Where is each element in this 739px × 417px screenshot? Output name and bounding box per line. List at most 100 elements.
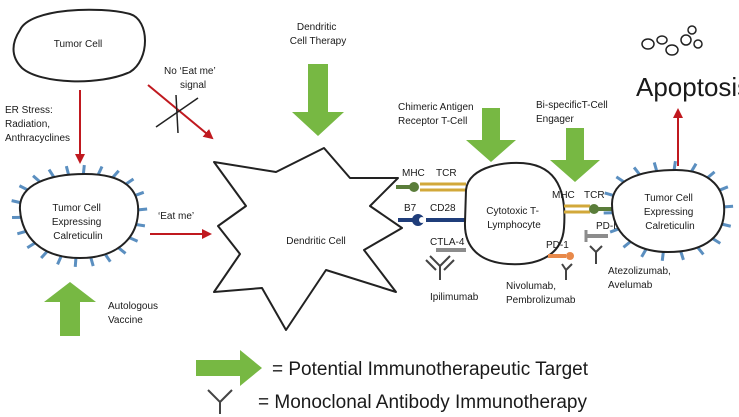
- bispecific-line-1: Bi-specificT-Cell: [536, 100, 608, 111]
- calreticulin-spike: [18, 184, 29, 192]
- dendritic-cell-label: Dendritic Cell: [286, 236, 345, 247]
- pd1-head: [566, 252, 574, 260]
- bispecific-label: Bi-specificT-Cell Engager: [536, 100, 610, 125]
- tcr-cell-line-2: Expressing: [644, 207, 693, 218]
- legend-target-arrow-icon: [196, 350, 262, 386]
- dendritic-cell-therapy-arrow: [292, 64, 344, 136]
- no-eat-me-line-1: No ‘Eat me’: [164, 66, 215, 77]
- calreticulin-spikes-left: [11, 164, 148, 268]
- no-eat-me-label: No ‘Eat me’ signal: [164, 66, 218, 91]
- eat-me-label: ‘Eat me’: [158, 211, 194, 222]
- calreticulin-spike: [26, 241, 36, 250]
- calreticulin-spike: [103, 253, 112, 263]
- cytotoxic-t-label: Cytotoxic T- Lymphocyte: [486, 206, 541, 231]
- av-line-2: Vaccine: [108, 315, 143, 326]
- tumor-cell-calreticulin-left: [18, 172, 140, 260]
- nivolumab-label: Nivolumab, Pembrolizumab: [506, 281, 576, 306]
- av-line-1: Autologous: [108, 301, 158, 312]
- atezo-line-1: Atezolizumab,: [608, 266, 671, 277]
- calreticulin-spike: [609, 227, 620, 234]
- er-stress-line-2: Radiation,: [5, 119, 50, 130]
- tumor-cell-calreticulin-right: [610, 168, 726, 254]
- calreticulin-spike: [32, 174, 41, 183]
- b7-cup: [419, 217, 425, 223]
- calreticulin-spike: [96, 165, 104, 176]
- car-t-label: Chimeric Antigen Receptor T-Cell: [398, 102, 476, 127]
- calreticulin-spike: [64, 165, 71, 176]
- bispecific-arrow: [550, 128, 600, 182]
- calreticulin-spike: [11, 199, 21, 205]
- apoptosis-label: Apoptosis: [636, 72, 739, 102]
- pd1-label: PD-1: [546, 240, 569, 251]
- ipilimumab-antibody-icon: [425, 255, 455, 280]
- nivo-line-2: Pembrolizumab: [506, 295, 576, 306]
- cd28-label: CD28: [430, 203, 456, 214]
- car-t-line-2: Receptor T-Cell: [398, 116, 467, 127]
- calreticulin-spike: [81, 164, 86, 175]
- tcl-line-2: Expressing: [52, 217, 101, 228]
- tumor-cell-top: [12, 8, 146, 83]
- mhc-head-right: [589, 204, 599, 214]
- pdl1-label: PD-L1: [596, 221, 625, 232]
- calreticulin-spike: [652, 162, 659, 172]
- nivo-line-1: Nivolumab,: [506, 281, 556, 292]
- calreticulin-spike: [660, 251, 665, 261]
- calreticulin-spike: [138, 207, 148, 212]
- er-stress-line-1: ER Stress:: [5, 105, 53, 116]
- calreticulin-spike: [134, 190, 145, 197]
- calreticulin-spike: [706, 170, 716, 179]
- mhc-head-left: [409, 182, 419, 192]
- b7-label: B7: [404, 203, 417, 214]
- calreticulin-spikes-right: [603, 160, 734, 261]
- calreticulin-spike: [604, 191, 614, 197]
- ctl-line-1: Cytotoxic T-: [486, 206, 539, 217]
- er-stress-label: ER Stress: Radiation, Anthracyclines: [5, 105, 70, 144]
- calreticulin-spike: [56, 255, 63, 265]
- legend-antibody-text: = Monoclonal Antibody Immunotherapy: [258, 392, 588, 413]
- calreticulin-spike: [111, 169, 120, 179]
- tumor-calreticulin-left-label: Tumor Cell Expressing Calreticulin: [52, 203, 104, 242]
- calreticulin-spike: [718, 185, 729, 192]
- calreticulin-spike: [721, 222, 732, 228]
- calreticulin-spike: [16, 229, 27, 236]
- calreticulin-spike: [622, 240, 632, 249]
- apoptotic-fragments-icon: [641, 25, 703, 56]
- calreticulin-spike: [73, 257, 78, 268]
- b7-head: [412, 214, 424, 226]
- calreticulin-spike: [672, 160, 677, 171]
- calreticulin-spike: [640, 248, 648, 258]
- nivolumab-antibody-icon: [561, 263, 573, 280]
- calreticulin-spike: [117, 246, 127, 255]
- tumor-calreticulin-right-label: Tumor Cell Expressing Calreticulin: [644, 193, 696, 232]
- er-stress-line-3: Anthracyclines: [5, 133, 70, 144]
- tumor-cell-label: Tumor Cell: [54, 39, 103, 50]
- calreticulin-spike: [47, 168, 56, 178]
- calreticulin-spike: [135, 223, 146, 228]
- atezo-line-2: Avelumab: [608, 280, 653, 291]
- calreticulin-spike: [89, 256, 95, 267]
- bispecific-line-2: Engager: [536, 114, 574, 125]
- tcr-left-label: TCR: [436, 168, 457, 179]
- calreticulin-spike: [40, 250, 49, 260]
- car-t-line-1: Chimeric Antigen: [398, 102, 474, 113]
- dct-line-1: Dendritic: [297, 22, 336, 33]
- tcl-line-1: Tumor Cell: [52, 203, 101, 214]
- atezolizumab-label: Atezolizumab, Avelumab: [608, 266, 674, 291]
- calreticulin-spike: [696, 246, 705, 256]
- ctl-line-2: Lymphocyte: [487, 220, 541, 231]
- autologous-vaccine-arrow: [44, 282, 96, 336]
- calreticulin-spike: [125, 177, 135, 186]
- tcr-cell-line-3: Calreticulin: [645, 221, 694, 232]
- ipilimumab-label: Ipilimumab: [430, 292, 479, 303]
- cytotoxic-t-lymphocyte: [463, 161, 566, 266]
- tcr-cell-line-1: Tumor Cell: [644, 193, 693, 204]
- ctla4-label: CTLA-4: [430, 237, 465, 248]
- atezolizumab-antibody-icon: [589, 245, 603, 264]
- dendritic-cell-therapy-label: Dendritic Cell Therapy: [290, 22, 347, 47]
- calreticulin-spike: [615, 175, 625, 184]
- no-eat-me-cross-2: [175, 94, 179, 134]
- calreticulin-spike: [679, 250, 685, 261]
- calreticulin-spike: [128, 236, 139, 243]
- mhc-left-label: MHC: [402, 168, 425, 179]
